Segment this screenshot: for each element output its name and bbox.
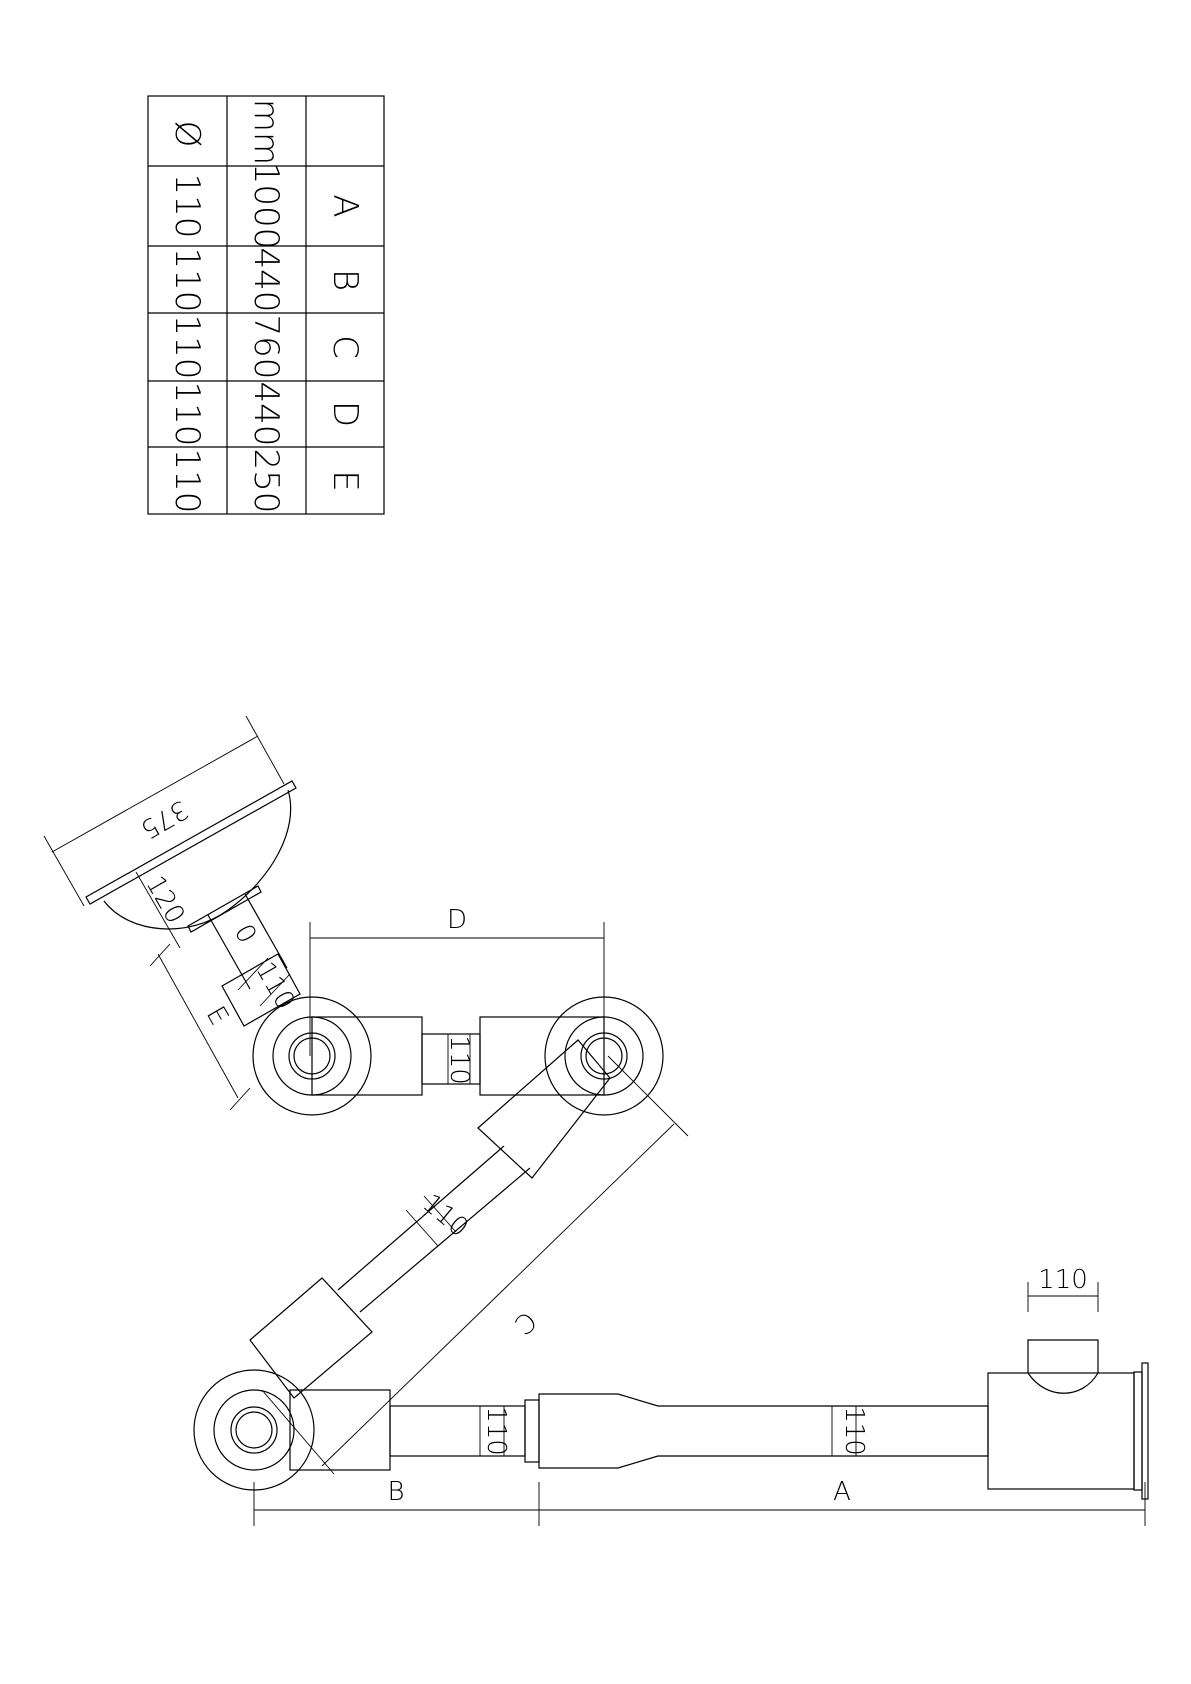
wall-bracket: 110 xyxy=(987,1265,1149,1500)
table-cell-diameter-b: 110 xyxy=(167,248,207,313)
spec-table: Ø mm 110 110 110 110 110 1000 440 760 44… xyxy=(147,95,385,515)
dim-d: D xyxy=(447,905,467,935)
dim-b: B xyxy=(387,1477,404,1507)
table-cell-label-d: D xyxy=(325,401,365,427)
dim-hood-width: 375 xyxy=(135,794,193,845)
table-cell-diameter-a: 110 xyxy=(167,174,207,239)
arm-c: 110 C xyxy=(249,1039,689,1475)
dim-e: E xyxy=(200,1001,234,1030)
joint-upper-right xyxy=(479,996,664,1116)
table-cell-diameter-d: 110 xyxy=(167,382,207,447)
dim-hood-marker: 0 xyxy=(228,919,262,948)
pipe-d xyxy=(421,1033,481,1085)
table-cell-label-b: B xyxy=(325,269,365,291)
table-cell-length-d: 440 xyxy=(246,382,286,447)
table-cell-diameter-c: 110 xyxy=(167,315,207,380)
table-cell-label-a: A xyxy=(325,194,365,217)
coupling xyxy=(524,1399,540,1463)
extraction-arm: 375 120 0 110 xyxy=(43,715,1149,1526)
pipe-a-taper xyxy=(538,1393,989,1469)
dim-pipe-dia-d: 110 xyxy=(444,1035,474,1085)
table-diameter-header: Ø xyxy=(167,121,207,148)
table-cell-diameter-e: 110 xyxy=(167,449,207,514)
dim-hood-neck: 120 xyxy=(140,871,191,929)
dim-wall-bracket-dia: 110 xyxy=(1038,1265,1088,1295)
table-cell-label-e: E xyxy=(325,470,365,491)
dim-c: C xyxy=(509,1305,542,1340)
dim-pipe-dia-b: 110 xyxy=(481,1406,511,1456)
table-cell-length-e: 250 xyxy=(246,449,286,514)
table-cell-length-c: 760 xyxy=(246,315,286,380)
dim-pipe-dia-a: 110 xyxy=(839,1406,869,1456)
joint-upper-left xyxy=(252,996,423,1116)
table-cell-length-b: 440 xyxy=(246,248,286,313)
table-cell-label-c: C xyxy=(325,335,365,359)
table-cell-length-a: 1000 xyxy=(246,163,286,250)
table-unit-header: mm xyxy=(246,99,286,165)
joint-lower-left xyxy=(193,1369,391,1491)
dim-a: A xyxy=(833,1477,851,1507)
